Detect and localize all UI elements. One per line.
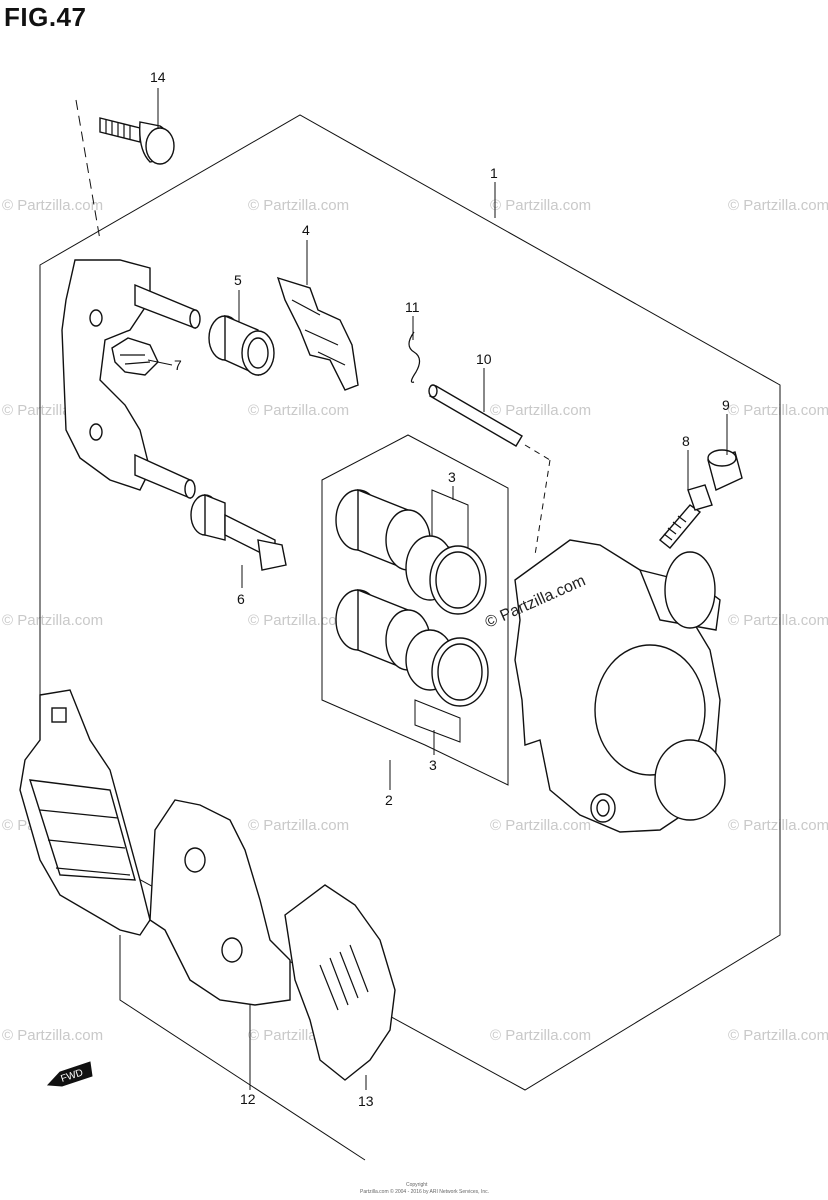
watermark: © Partzilla.com	[728, 612, 828, 629]
bolt-part-14	[99, 117, 175, 165]
brake-pad-part-12-b	[149, 799, 291, 1006]
watermark: © Partzilla.com	[248, 197, 349, 214]
callout-label: 10	[476, 351, 492, 367]
watermark: © Partzilla.com	[248, 402, 349, 419]
copyright-footer: Copyright Partzilla.com © 2004 - 2016 by…	[360, 1182, 489, 1195]
slide-pin-part-6	[190, 493, 287, 571]
piston-set-outline	[321, 434, 509, 786]
watermark: © Partzilla.com	[490, 1027, 591, 1044]
pad-spring-part-7	[111, 337, 159, 376]
callout-labels: 14 1 4 5 7 11 10 8 9 3 3 2 6 12 13	[150, 69, 730, 1109]
callout-label: 13	[358, 1093, 374, 1109]
callout-label: 3	[448, 469, 456, 485]
callout-label: 5	[234, 272, 242, 288]
watermark: © Partzilla.com	[2, 1027, 103, 1044]
callout-label: 1	[490, 165, 498, 181]
shim-part-13	[284, 884, 396, 1081]
pad-set-outline	[119, 935, 366, 1161]
boot-part-5	[208, 314, 275, 377]
callout-label: 2	[385, 792, 393, 808]
copyright-line1: Copyright	[406, 1182, 428, 1188]
watermark: © Partzilla.com	[2, 197, 103, 214]
watermark: © Partzilla.com	[248, 612, 349, 629]
callout-label: 14	[150, 69, 166, 85]
arrow-icon	[46, 1061, 93, 1087]
clip-part-11	[408, 331, 421, 383]
brake-pad-part-12	[19, 689, 151, 936]
callout-label: 4	[302, 222, 310, 238]
pad-spring-part-4	[276, 276, 359, 391]
watermark: © Partzilla.com	[490, 402, 591, 419]
watermark: © Partzilla.com	[728, 1027, 828, 1044]
watermark: © Partzilla.com	[728, 402, 828, 419]
bleeder-valve-part-8	[658, 484, 713, 549]
leader-dashed	[524, 444, 551, 461]
watermark: © Partzilla.com	[728, 197, 828, 214]
leader-dashed	[534, 459, 551, 556]
piston-seals-part-3	[405, 489, 489, 743]
callout-label: 3	[429, 757, 437, 773]
bleeder-cap-part-9	[707, 449, 743, 491]
callout-label: 12	[240, 1091, 256, 1107]
callout-label: 8	[682, 433, 690, 449]
watermark: © Partzilla.com	[248, 817, 349, 834]
callout-label: 7	[174, 357, 182, 373]
watermark: © Partzilla.com	[2, 612, 103, 629]
callout-label: 6	[237, 591, 245, 607]
forward-direction-arrow: FWD	[46, 1061, 93, 1087]
figure-title: FIG.47	[4, 2, 87, 32]
callout-leader-lines	[147, 88, 728, 1090]
pistons-part-2	[335, 488, 431, 672]
caliper-bracket	[61, 259, 201, 500]
callout-label: 11	[405, 299, 420, 315]
caliper-body	[514, 539, 726, 833]
copyright-line2: Partzilla.com © 2004 - 2016 by ARI Netwo…	[360, 1188, 489, 1195]
leader-dashed	[75, 99, 101, 241]
watermark: © Partzilla.com	[728, 817, 828, 834]
watermark: © Partzilla.com	[490, 197, 591, 214]
pad-pin-part-10	[428, 384, 523, 447]
watermark: © Partzilla.com	[490, 817, 591, 834]
callout-label: 9	[722, 397, 730, 413]
